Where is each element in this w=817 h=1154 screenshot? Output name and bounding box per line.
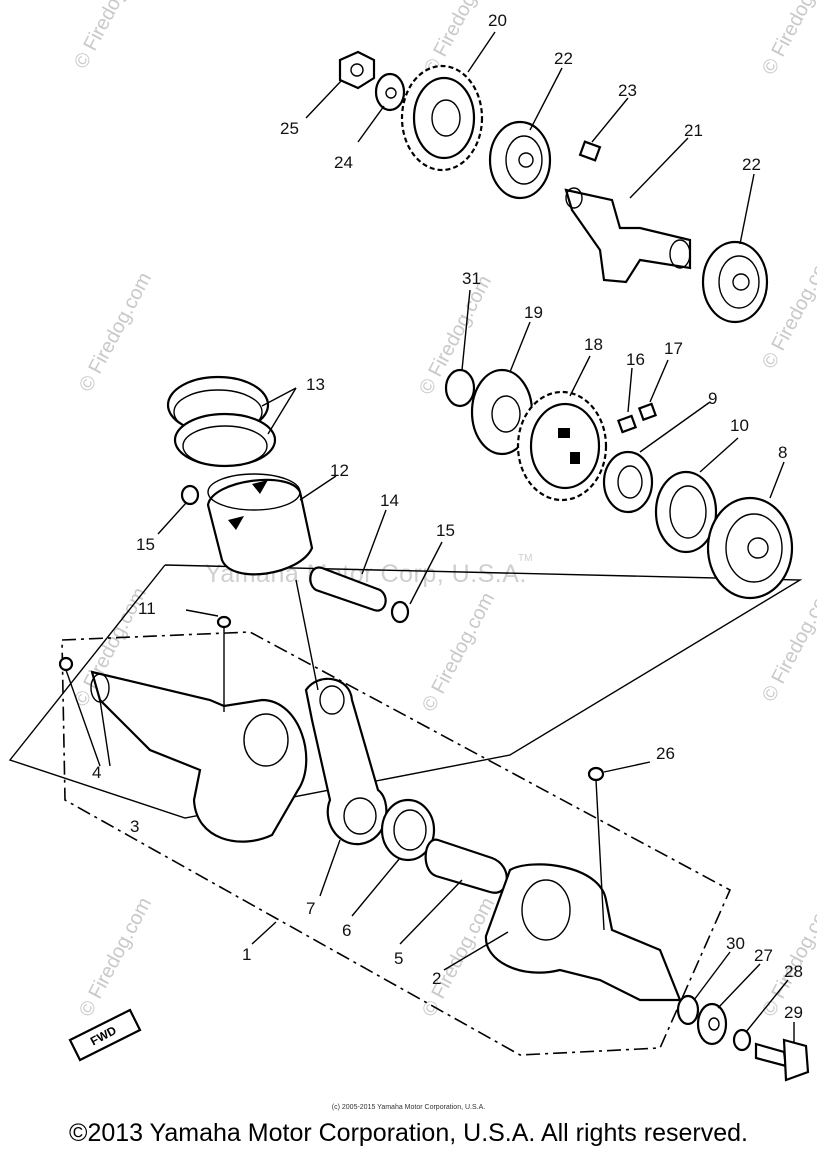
piston-rings-13 [166,375,277,468]
callout-23: 23 [618,81,637,100]
callout-22-lower: 22 [742,155,761,174]
callout-16: 16 [626,350,645,369]
crankshaft-left-3 [90,670,308,843]
callout-13: 13 [306,375,325,394]
callout-4: 4 [92,763,102,782]
lock-washer-24 [374,72,406,112]
copyright-notice: ©2013 Yamaha Motor Corporation, U.S.A. A… [69,1119,748,1147]
connecting-rod-7 [304,677,388,846]
callout-14: 14 [380,491,399,510]
callout-7: 7 [306,899,316,918]
crank-assembly-outline [61,631,732,1056]
callout-30: 30 [726,934,745,953]
fine-print: (c) 2005-2015 Yamaha Motor Corporation, … [331,1104,486,1111]
callout-9: 9 [708,389,718,408]
callout-22-upper: 22 [554,49,573,68]
washer-10 [654,470,718,554]
bolt-29 [754,1038,810,1082]
callout-31: 31 [462,269,481,288]
bearing-22-lower [701,240,769,324]
callout-19: 19 [524,303,543,322]
piston-12 [206,473,314,576]
callout-1: 1 [242,945,252,964]
circlip-15-right [390,600,410,624]
fwd-arrow-icon [68,1008,142,1062]
circlip-15-left [180,484,200,506]
key-23 [578,140,602,162]
callout-29: 29 [784,1003,803,1022]
callout-24: 24 [334,153,353,172]
callout-11: 11 [138,599,156,618]
crankshaft-right-2 [484,863,682,1002]
callout-15-right: 15 [436,521,455,540]
gear-20 [400,64,484,172]
callout-15-left: 15 [136,535,155,554]
callout-18: 18 [584,335,603,354]
callout-5: 5 [394,949,404,968]
callout-25: 25 [280,119,299,138]
trademark-mark: TM [518,553,533,564]
nut-25 [338,50,376,90]
circlip-31 [444,368,476,408]
key-26 [587,766,605,782]
callout-6: 6 [342,921,352,940]
balancer-shaft-21 [564,187,692,284]
callout-17: 17 [664,339,683,358]
callout-26: 26 [656,744,675,763]
callout-27: 27 [754,946,773,965]
oring-30 [676,994,700,1026]
callout-10: 10 [730,416,749,435]
callout-3: 3 [130,817,140,836]
callout-20: 20 [488,11,507,30]
bearing-22-upper [488,120,552,200]
callout-28: 28 [784,962,803,981]
spring-16 [616,414,638,434]
pin-17 [637,402,658,422]
needle-bearing-6 [380,798,436,862]
callout-2: 2 [432,969,442,988]
gear-18 [516,390,608,502]
nut-9 [602,450,654,514]
crank-pin-5 [424,838,508,894]
callout-12: 12 [330,461,349,480]
callout-21: 21 [684,121,703,140]
lock-washer-28 [732,1028,752,1052]
piston-pin-14 [309,566,387,612]
washer-27 [696,1002,728,1046]
bearing-8 [706,496,794,600]
key-11 [216,615,232,629]
callout-8: 8 [778,443,788,462]
key-4 [58,656,74,672]
